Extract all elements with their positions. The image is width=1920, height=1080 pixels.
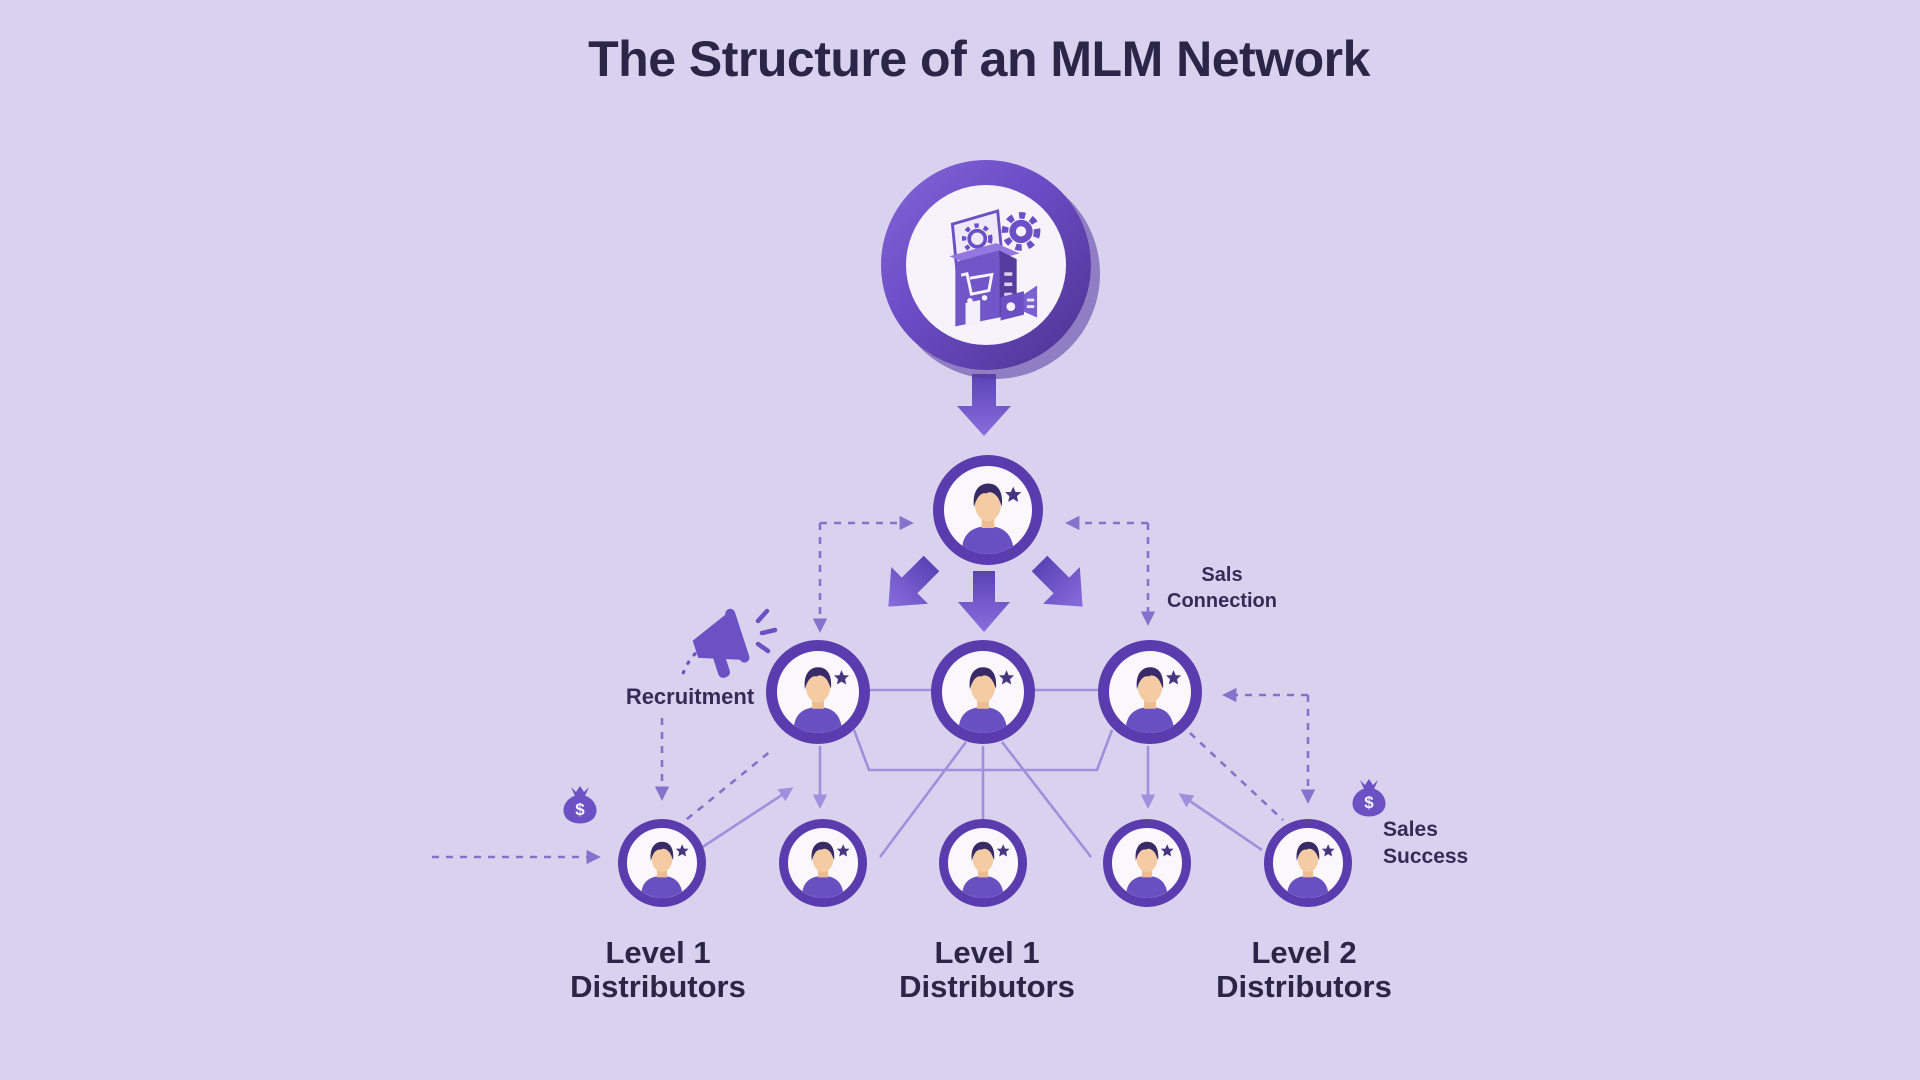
distributor-avatar-row3-1 xyxy=(618,819,706,907)
down-left-arrow-icon xyxy=(888,555,940,607)
distributor-avatar-row2-left xyxy=(766,640,870,744)
distributor-person-icon xyxy=(641,842,689,899)
sals-connection-line2: Connection xyxy=(1167,590,1277,612)
distributor-person-icon xyxy=(1126,667,1181,734)
distributor-avatar-row3-2 xyxy=(779,819,867,907)
level-line1: Level 1 xyxy=(934,935,1040,970)
store-network-badge xyxy=(881,160,1091,370)
level-line2: Distributors xyxy=(570,969,746,1004)
level-line2: Distributors xyxy=(1216,969,1392,1004)
dashed-connectors xyxy=(432,515,1316,865)
megaphone-icon xyxy=(692,608,778,678)
distributor-person-icon xyxy=(794,667,849,734)
recruitment-label: Recruitment xyxy=(625,684,755,709)
sales-success-line2: Success xyxy=(1383,845,1469,868)
down-arrow-icon xyxy=(958,571,1010,632)
money-bag-icon: $ xyxy=(1352,779,1386,817)
distributor-person-icon xyxy=(1126,842,1174,899)
money-bag-icon: $ xyxy=(563,786,597,824)
sales-success-label: Sales Success xyxy=(1383,816,1543,870)
page-title: The Structure of an MLM Network xyxy=(588,31,1370,87)
distributor-avatar-row2-right xyxy=(1098,640,1202,744)
level2-distributors-label-right: Level 2 Distributors xyxy=(1144,936,1464,1004)
solid-connectors xyxy=(700,688,1263,858)
distributor-person-icon xyxy=(802,842,850,899)
level-line1: Level 1 xyxy=(605,935,711,970)
dollar-sign: $ xyxy=(1364,793,1374,812)
distributor-avatar-row2-middle xyxy=(931,640,1035,744)
root-distributor-avatar xyxy=(933,455,1043,565)
distributor-avatar-row3-4 xyxy=(1103,819,1191,907)
down-right-arrow-icon xyxy=(1031,555,1083,607)
distributor-avatar-row3-5 xyxy=(1264,819,1352,907)
distributor-person-icon xyxy=(959,667,1014,734)
sals-connection-line1: Sals xyxy=(1201,564,1243,586)
flow-arrows xyxy=(888,374,1083,632)
level1-distributors-label-middle: Level 1 Distributors xyxy=(827,936,1147,1004)
dollar-sign: $ xyxy=(575,800,585,819)
level1-distributors-label-left: Level 1 Distributors xyxy=(498,936,818,1004)
down-arrow-icon xyxy=(957,374,1011,436)
level-line2: Distributors xyxy=(899,969,1075,1004)
sales-success-line1: Sales xyxy=(1383,818,1438,841)
distributor-person-icon xyxy=(962,483,1021,555)
distributor-avatar-row3-3 xyxy=(939,819,1027,907)
distributor-person-icon xyxy=(962,842,1010,899)
store-network-icon xyxy=(906,185,1066,345)
distributor-person-icon xyxy=(1287,842,1335,899)
level-line1: Level 2 xyxy=(1251,935,1357,970)
sals-connection-label: Sals Connection xyxy=(1152,562,1292,614)
